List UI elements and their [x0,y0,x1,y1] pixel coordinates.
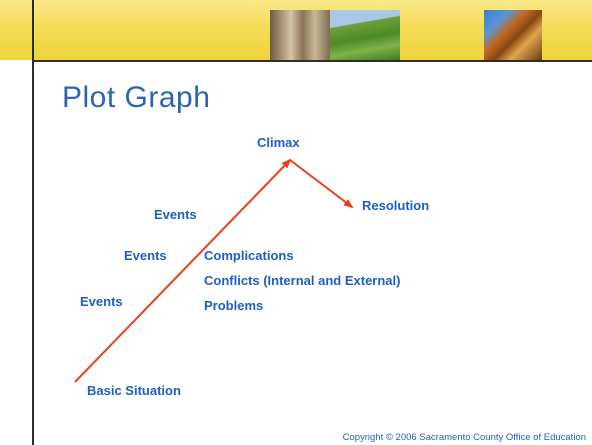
problems-label: Problems [204,298,264,313]
conflicts-label: Conflicts (Internal and External) [204,273,401,288]
slide-title: Plot Graph [62,81,211,114]
climax-label: Climax [257,135,300,150]
rising-action-arrow [74,158,292,383]
left-vertical-rule [32,0,34,445]
header-photo-field [330,10,400,60]
basic-situation-label: Basic Situation [87,383,181,398]
copyright-notice: Copyright © 2006 Sacramento County Offic… [342,432,586,443]
falling-action-arrow [289,159,354,209]
header-horizontal-rule [32,60,592,62]
complications-label: Complications [204,248,294,263]
events-label-bottom: Events [80,294,123,309]
events-label-middle: Events [124,248,167,263]
events-label-top: Events [154,207,197,222]
resolution-label: Resolution [362,198,430,213]
header-photo-curtain [270,10,330,60]
header-photo-tree [484,10,542,60]
